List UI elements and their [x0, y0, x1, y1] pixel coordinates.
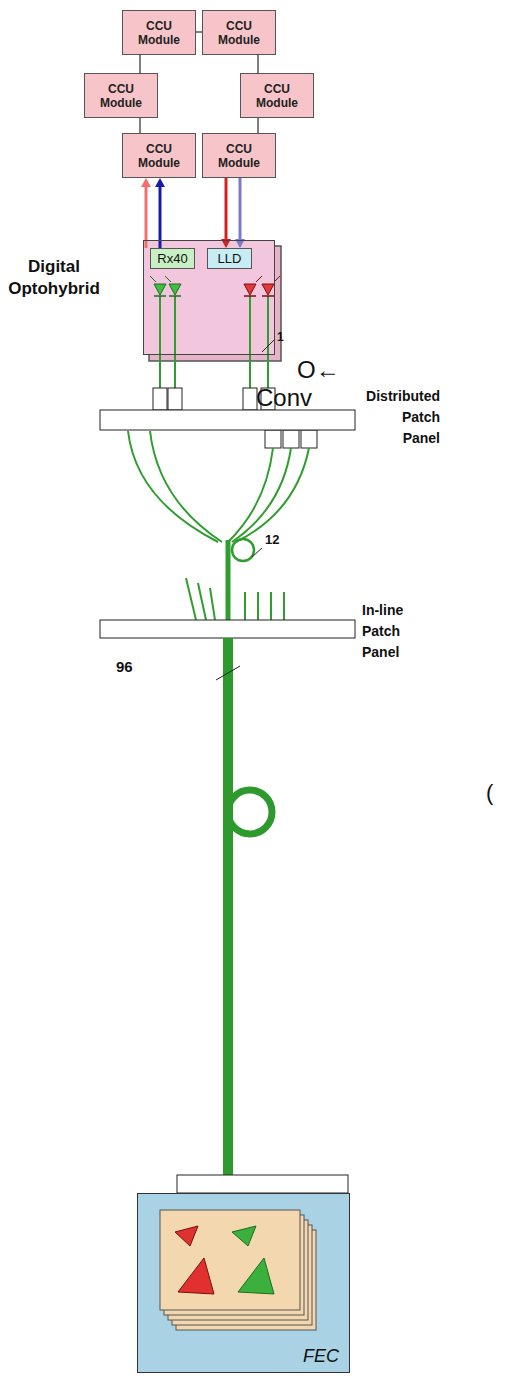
fiber-count: 96 [116, 658, 146, 676]
node-text: CCU Module [134, 142, 184, 170]
cable-connector [177, 1175, 348, 1193]
ring-link [258, 118, 259, 133]
patch-panel [100, 410, 355, 430]
node-text: FEC [303, 1346, 339, 1366]
node-text: CCU Module [252, 82, 302, 110]
crate-fill [137, 1193, 350, 1373]
connector-line [239, 178, 242, 240]
signal-arrow [141, 178, 151, 248]
node-text: CCU Module [134, 19, 184, 47]
node-text: CCU Module [214, 19, 264, 47]
fiber-loop [232, 539, 254, 561]
ccu-module-box: CCU Module [240, 73, 314, 118]
node-text: Rx40 [157, 251, 187, 266]
ccu-module-box: CCU Module [202, 10, 276, 55]
ccu-module-box: CCU Module [202, 133, 276, 178]
connector-line [139, 118, 141, 133]
fiber [160, 296, 268, 390]
fiber-cable [223, 638, 233, 1176]
receiver-card [160, 1210, 316, 1330]
photodiode-symbol [150, 276, 181, 296]
node-text: LLD [218, 251, 242, 266]
ccu-module-box: CCU Module [122, 10, 196, 55]
panel-label: In-line Patch Panel [362, 600, 417, 663]
fiber-count: 1 [277, 330, 297, 344]
cut-text: ( [486, 780, 502, 806]
cable-loop [228, 790, 272, 834]
ring-link [258, 55, 259, 73]
node-text: CCU Module [214, 142, 264, 170]
connector-line [159, 186, 162, 248]
fiber [128, 431, 309, 620]
connector-line [139, 55, 141, 73]
connector-line [145, 186, 148, 248]
panel-label: Distributed Patch Panel [363, 386, 440, 449]
patch-panel [100, 620, 355, 638]
signal-arrow [155, 178, 165, 248]
converter-label: O← [297, 356, 387, 384]
count-tick [262, 340, 274, 352]
fiber-ribbon [226, 540, 231, 621]
arrow-head [155, 178, 165, 187]
node-text: CCU Module [96, 82, 146, 110]
ring-link [140, 55, 141, 73]
board-title: Digital Optohybrid [4, 256, 104, 300]
signal-arrow [235, 178, 245, 248]
connector-line [257, 55, 259, 73]
ring-link [140, 118, 141, 133]
count-tick [252, 548, 262, 557]
connector-line [225, 178, 228, 240]
arrow-head [141, 178, 151, 187]
transceiver-symbol [175, 1226, 274, 1294]
connector-line [257, 118, 259, 133]
ccu-module-box: CCU Module [122, 133, 196, 178]
laser-driver-chip: LLD [207, 248, 252, 269]
board-fill [143, 240, 275, 355]
optohybrid-board: Digital OptohybridRx40LLD [143, 240, 275, 355]
receiver-chip: Rx40 [150, 248, 195, 269]
ccu-module-box: CCU Module [84, 73, 158, 118]
converter-label: Conv [256, 384, 346, 412]
signal-arrow [221, 178, 231, 248]
count-tick [216, 666, 240, 680]
fiber-count: 12 [265, 532, 289, 547]
fec-crate: FEC [137, 1193, 350, 1373]
